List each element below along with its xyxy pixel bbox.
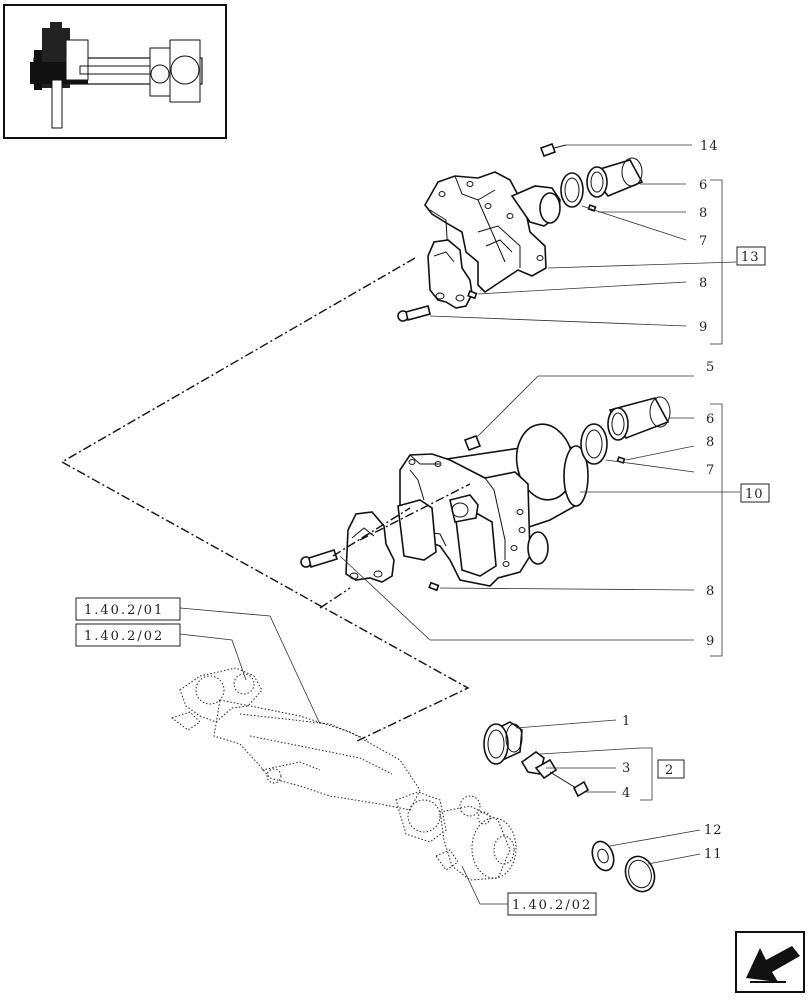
- callout-2: 2: [665, 763, 674, 778]
- seal-7-middle: [580, 423, 608, 465]
- reference-box-2[interactable]: 1.40.2/02: [75, 623, 181, 647]
- callout-3: 3: [622, 761, 631, 776]
- callout-8: 8: [699, 276, 708, 291]
- callout-labels: 14 6 8 7 13 8 9 5 6 8 7 10 8 9 1 2 3 4 1…: [622, 139, 770, 862]
- callout-5: 5: [706, 360, 715, 375]
- callout-4: 4: [622, 786, 631, 801]
- snap-ring-11: [624, 855, 656, 893]
- washer-12: [591, 840, 615, 872]
- callout-10-box[interactable]: 10: [740, 483, 770, 503]
- reference-boxes: 1.40.2/01 1.40.2/02 1.40.2/02: [75, 597, 597, 916]
- callout-7: 7: [699, 234, 708, 249]
- callout-9: 9: [706, 634, 715, 649]
- reference-label: 1.40.2/02: [84, 629, 164, 644]
- upper-assembly-13: [397, 142, 644, 322]
- callout-8: 8: [706, 584, 715, 599]
- callout-8: 8: [699, 206, 708, 221]
- reference-label: 1.40.2/01: [84, 603, 164, 618]
- bolt-9-upper: [397, 305, 431, 322]
- callout-13-box[interactable]: 13: [736, 246, 766, 266]
- reference-box-1[interactable]: 1.40.2/01: [75, 597, 181, 621]
- callout-2-box[interactable]: 2: [657, 759, 685, 779]
- middle-assembly-10: [300, 396, 671, 609]
- bolt-9-middle: [300, 548, 339, 569]
- lower-right-parts: [483, 721, 656, 893]
- callout-1: 1: [622, 714, 631, 729]
- callout-11: 11: [704, 847, 723, 862]
- bolt-4: [549, 771, 590, 798]
- bolt-5: [463, 434, 482, 452]
- callout-13: 13: [741, 250, 760, 265]
- reference-label: 1.40.2/02: [512, 898, 592, 913]
- front-axle-assembly: [170, 667, 517, 881]
- callout-8: 8: [706, 435, 715, 450]
- gear-ring-1: [483, 721, 523, 765]
- clip-3: [520, 751, 558, 780]
- callout-6: 6: [699, 178, 708, 193]
- previous-page-arrow-icon[interactable]: [735, 931, 805, 993]
- leader-lines: [179, 144, 740, 905]
- reference-box-3[interactable]: 1.40.2/02: [507, 892, 597, 916]
- axle-overview-thumbnail[interactable]: [3, 4, 227, 139]
- callout-14: 14: [700, 139, 719, 154]
- callout-7: 7: [706, 463, 715, 478]
- callout-12: 12: [704, 823, 723, 838]
- callout-6: 6: [706, 412, 715, 427]
- callout-9: 9: [699, 320, 708, 335]
- callout-10: 10: [745, 487, 764, 502]
- bolt-14: [539, 142, 567, 158]
